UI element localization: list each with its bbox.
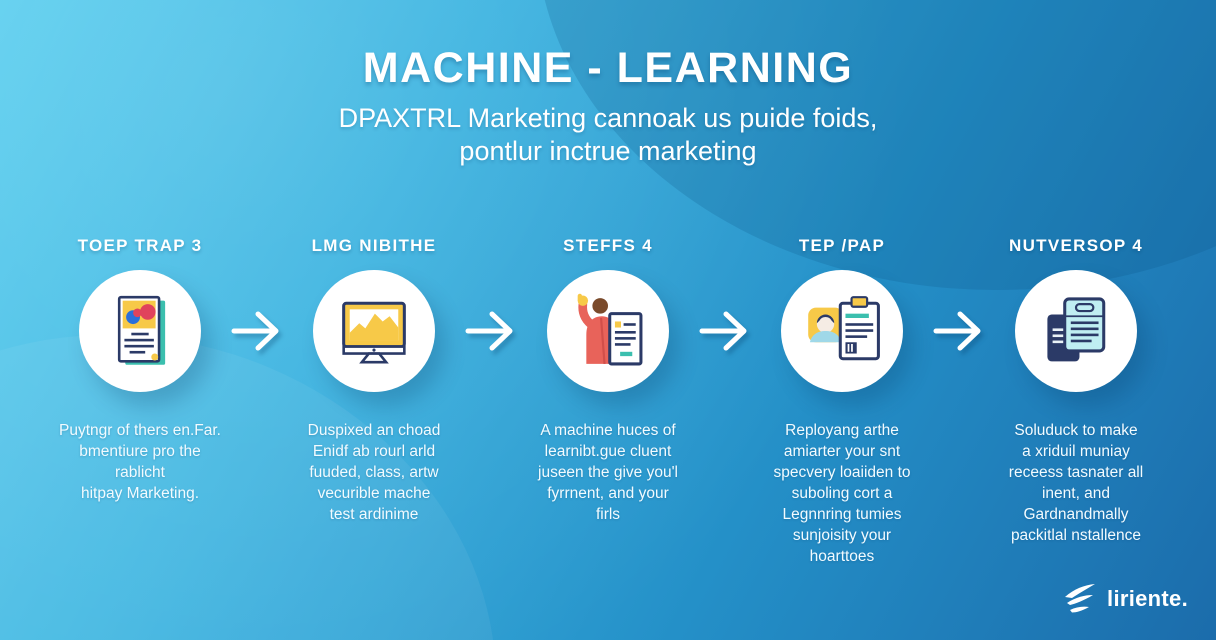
step-2-description: Duspixed an choad Enidf ab rourl arld fu…: [307, 422, 441, 523]
step-5-title: NUTVERSOP 4: [1009, 236, 1143, 255]
arrow-right-icon: [231, 309, 283, 358]
step-1-description: Puytngr of thers en.Far. bmentiure pro t…: [59, 422, 221, 502]
step-2-title: LMG NIBITHE: [311, 236, 437, 255]
step-4-description: Reployang arthe amiarter your snt specve…: [773, 422, 911, 565]
report-document-icon: [117, 295, 166, 365]
step-5-description: Soluduck to make a xriduil muniay recees…: [1008, 422, 1144, 544]
arrow-right-icon: [933, 309, 985, 358]
step-4-title: TEP /PAP: [798, 236, 886, 255]
page-subtitle: DPAXTRL Marketing cannoak us puide foids…: [338, 103, 878, 166]
monitor-chart-icon: [342, 301, 406, 364]
person-presenting-document-icon: [577, 293, 643, 366]
step-3-title: STEFFS 4: [563, 236, 653, 255]
liriente-logo-icon: [1065, 584, 1096, 613]
page-title: MACHINE - LEARNING: [362, 44, 854, 92]
step-4: TEP /PAP Reployang: [752, 236, 932, 567]
profile-clipboard-icon: [808, 296, 880, 361]
step-3-description: A machine huces of learnibt.gue cluent j…: [538, 422, 678, 523]
step-5: NUTVERSOP 4 Soluduck to make a: [986, 236, 1166, 546]
step-2: LMG NIBITHE Duspixed an choad Enidf ab r…: [284, 236, 464, 525]
arrow-right-icon: [465, 309, 517, 358]
brand-logo: liriente.: [1062, 584, 1188, 614]
header: MACHINE - LEARNING DPAXTRL Marketing can…: [0, 44, 1216, 168]
documents-stack-icon: [1047, 297, 1106, 362]
step-2-icon-circle: [313, 270, 435, 392]
step-4-icon-circle: [781, 270, 903, 392]
steps-row: TOEP TRAP 3 Puytngr of thers en.Far. bme…: [0, 236, 1216, 567]
step-3: STEFFS 4 A machine: [518, 236, 698, 525]
step-5-icon-circle: [1015, 270, 1137, 392]
arrow-right-icon: [699, 309, 751, 358]
step-1-icon-circle: [79, 270, 201, 392]
step-3-icon-circle: [547, 270, 669, 392]
step-1-title: TOEP TRAP 3: [77, 236, 203, 255]
brand-name: liriente.: [1107, 586, 1188, 611]
step-1: TOEP TRAP 3 Puytngr of thers en.Far. bme…: [50, 236, 230, 504]
